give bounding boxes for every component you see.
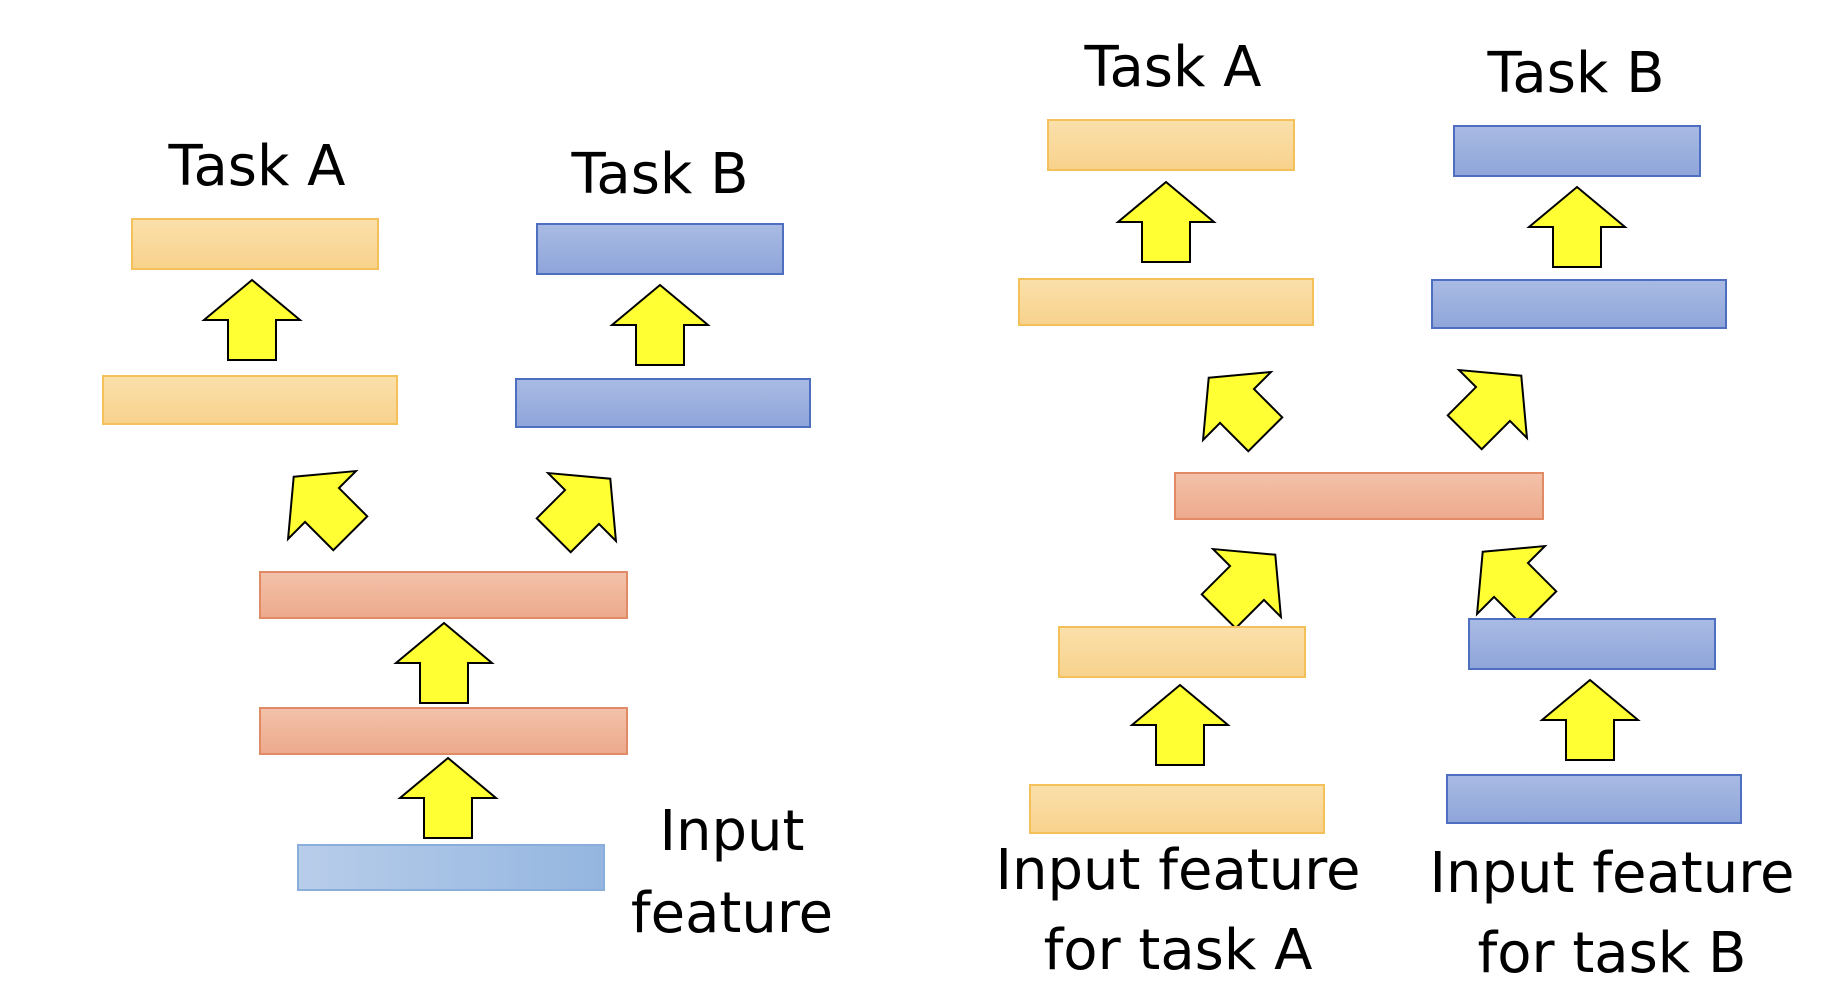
right-diagram: Task A Task B — [996, 35, 1795, 986]
left-task-a-label: Task A — [168, 134, 346, 199]
left-task-b-hidden-layer — [515, 378, 811, 428]
left-diagonal-arrow-to-task-a — [258, 441, 386, 569]
right-diagonal-arrow-to-task-a — [1173, 342, 1301, 470]
left-task-a-up-arrow — [203, 279, 301, 361]
right-diagonal-arrow-to-task-b — [1429, 340, 1557, 468]
right-shared-layer — [1174, 472, 1544, 520]
right-task-b-label: Task B — [1486, 41, 1664, 106]
left-input-label-line1: Input — [659, 799, 804, 864]
right-input-b-label-line2: for task B — [1478, 921, 1747, 986]
right-task-a-up-arrow — [1117, 181, 1215, 263]
left-task-a-output-layer — [131, 218, 379, 270]
left-diagram: Task A Task B Input f — [102, 134, 833, 946]
left-task-b-label: Task B — [570, 142, 748, 207]
left-task-b-output-layer — [536, 223, 784, 275]
right-task-a-label: Task A — [1084, 35, 1262, 100]
right-task-b-hidden-layer — [1431, 279, 1727, 329]
right-input-a-layer — [1029, 784, 1325, 834]
left-shared-layer-lower — [259, 707, 628, 755]
right-input-b-up-arrow — [1541, 679, 1639, 761]
right-input-a-label-line1: Input feature — [996, 838, 1361, 903]
left-diagonal-arrow-to-task-b — [518, 443, 646, 571]
right-input-b-layer — [1446, 774, 1742, 824]
right-input-b-label-line1: Input feature — [1430, 841, 1795, 906]
right-task-a-output-layer — [1047, 119, 1295, 171]
right-task-b-up-arrow — [1528, 186, 1626, 268]
right-task-a-hidden-layer — [1018, 278, 1314, 326]
left-task-a-hidden-layer — [102, 375, 398, 425]
right-task-b-output-layer — [1453, 125, 1701, 177]
right-input-a-hidden-layer — [1058, 626, 1306, 678]
left-input-layer — [297, 844, 605, 891]
left-input-up-arrow — [399, 757, 497, 839]
right-input-a-label-line2: for task A — [1044, 918, 1313, 983]
left-task-b-up-arrow — [611, 284, 709, 366]
right-input-b-hidden-layer — [1468, 618, 1716, 670]
left-input-label-line2: feature — [631, 881, 833, 946]
left-shared-layer-upper — [259, 571, 628, 619]
right-input-a-up-arrow — [1131, 684, 1229, 766]
left-shared-up-arrow-upper — [395, 622, 493, 704]
